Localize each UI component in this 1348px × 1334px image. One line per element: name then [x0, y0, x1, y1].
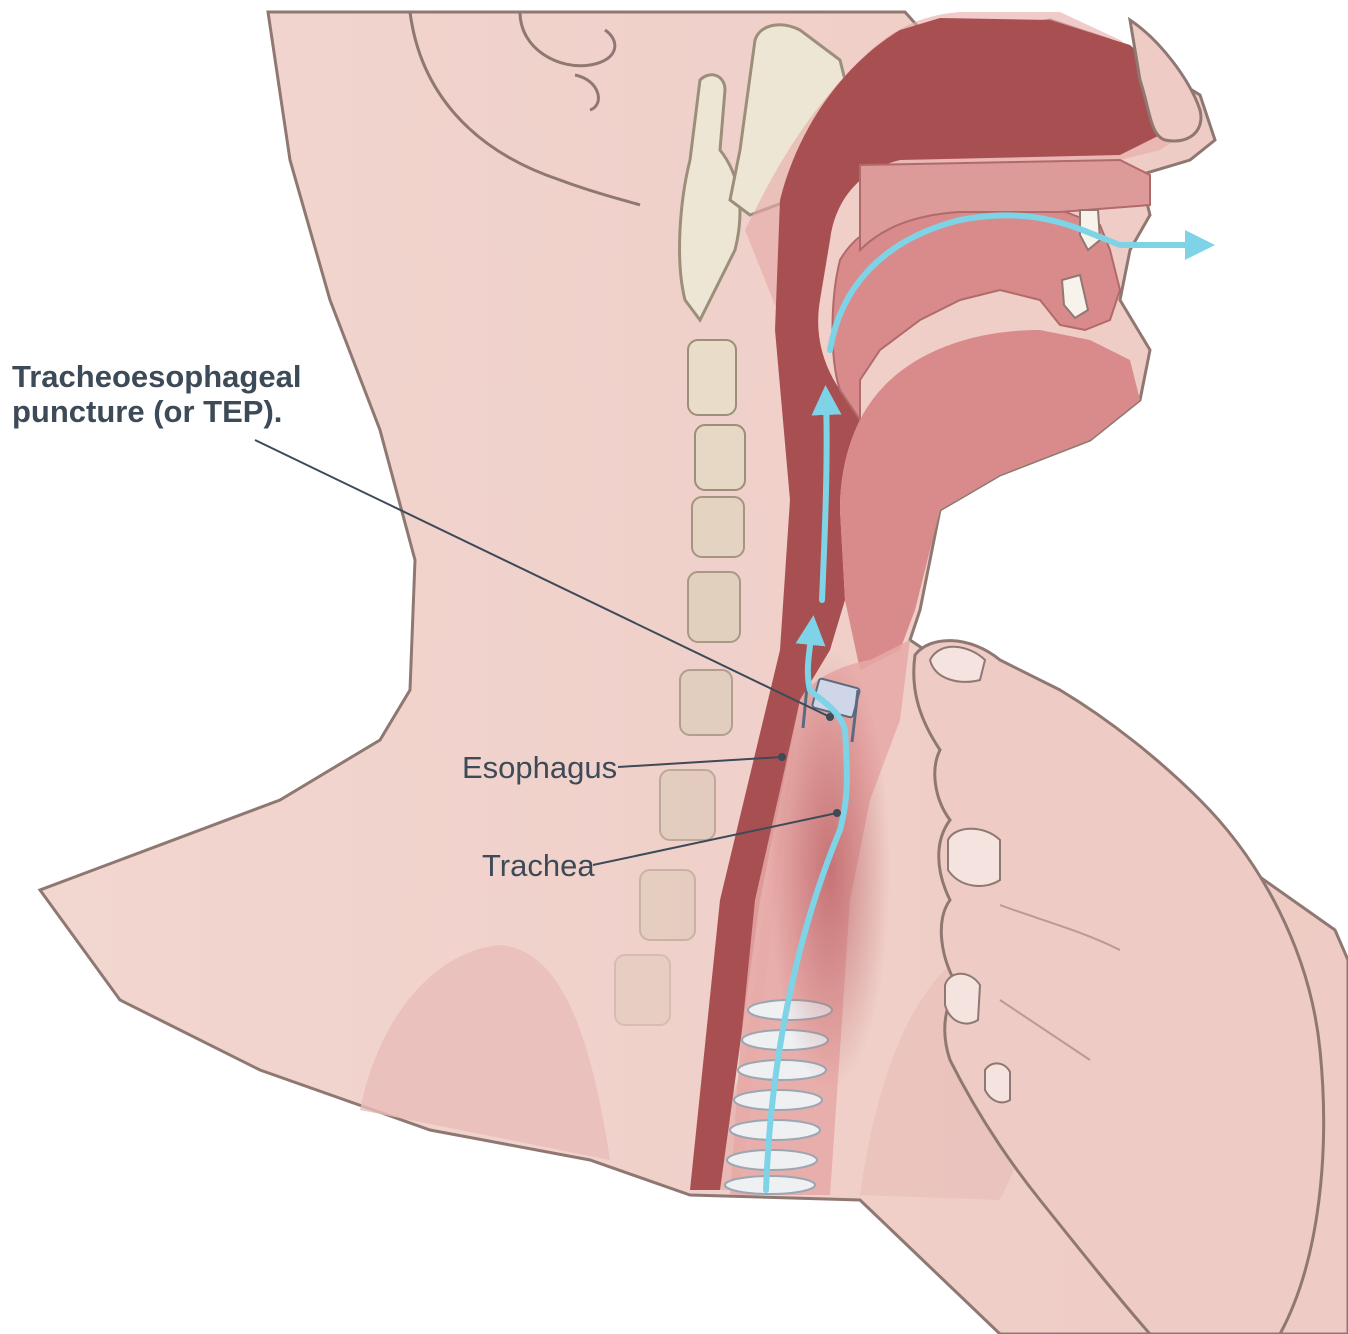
tep-label-line1: Tracheoesophageal: [12, 359, 301, 394]
trachea-label: Trachea: [482, 848, 595, 883]
tep-label-line2: puncture (or TEP).: [12, 394, 282, 429]
esophagus-label: Esophagus: [462, 750, 617, 785]
